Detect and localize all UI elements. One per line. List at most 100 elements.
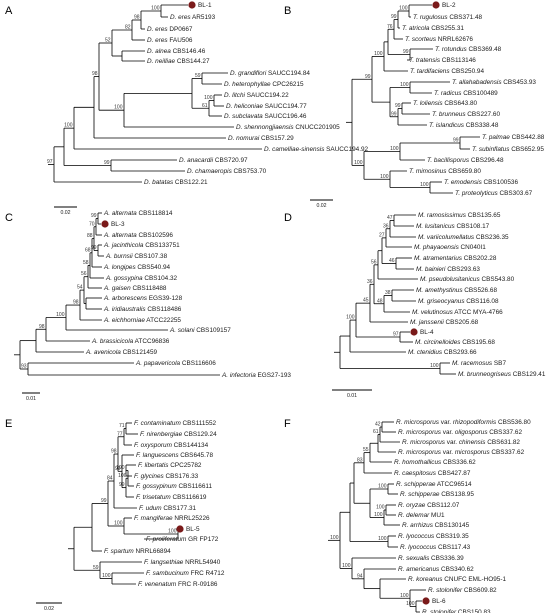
strain-code: CBS144134: [172, 442, 209, 449]
bootstrap-value: 68: [85, 247, 91, 253]
taxon-label: R. schipperae CBS138.95: [400, 491, 474, 498]
taxon-epithet: iridiaustralis: [112, 306, 147, 313]
bootstrap-value: 59: [93, 565, 99, 571]
strain-code: CBS720.97: [213, 157, 248, 164]
taxon-label: M. lusitanicus CBS108.17: [416, 223, 490, 230]
taxon-epithet: arrhizus: [410, 522, 434, 529]
taxon-label: T. emodensis CBS100536: [444, 179, 518, 186]
bootstrap-value: 36: [383, 223, 389, 229]
bootstrap-value: 61: [202, 103, 208, 109]
strain-code: CNUCC201905: [294, 124, 341, 131]
taxon-epithet: brunneus: [439, 111, 466, 118]
strain-code: CBS250.94: [450, 68, 485, 75]
taxon-epithet: sambucinum: [153, 570, 190, 577]
bootstrap-value: 98: [111, 449, 117, 455]
taxon-epithet: lyococcus: [406, 533, 435, 540]
taxon-label: F. spartum NRRL66894: [104, 548, 171, 555]
taxon-epithet: lyococcus: [408, 544, 437, 551]
taxon-rank: var.: [445, 439, 459, 446]
bootstrap-value: 82: [125, 25, 131, 31]
taxon-epithet: nomurai: [236, 135, 260, 142]
strain-code: CBS526.68: [463, 287, 498, 294]
taxon-label: A. gossypina CBS104.32: [105, 275, 178, 282]
taxon-epithet: udum: [146, 505, 163, 512]
taxon-label: F. contaminatum CBS111552: [134, 420, 217, 427]
taxon-label: T. scorteus NRRL62676: [405, 36, 473, 43]
strain-code: CBS116606: [180, 360, 216, 367]
strain-code: CBS122.21: [173, 179, 208, 186]
strain-code: CBS293.66: [442, 349, 477, 356]
taxon-genus: T.: [413, 100, 420, 107]
taxon-label: M. variicolumellatus CBS236.35: [418, 234, 509, 241]
strain-code: CBS129.41: [511, 371, 546, 378]
taxon-genus: A.: [103, 306, 112, 313]
taxon-genus: R.: [398, 566, 406, 573]
strain-code: CBS144.27: [175, 58, 210, 65]
bootstrap-value: 100: [374, 512, 383, 518]
strain-code: CNUFC EML-HO95-1: [442, 576, 506, 583]
bootstrap-value: 38: [385, 290, 391, 296]
taxon-genus: T.: [413, 14, 420, 21]
strain-code: NRRL54940: [183, 559, 220, 566]
strain-code: SAUCC194.22: [245, 92, 289, 99]
panel-letter: A: [5, 5, 13, 17]
taxon-epithet: atramentarius: [423, 255, 463, 262]
strain-code: CBS631.82: [486, 439, 521, 446]
bootstrap-value: 100: [406, 601, 415, 607]
strain-code: CBS118488: [131, 285, 167, 292]
taxon-genus: M.: [416, 287, 425, 294]
strain-code: GR FP172: [186, 536, 218, 543]
taxon-epithet: mangiferae: [141, 515, 173, 522]
strain-code: CBS659.80: [446, 168, 481, 175]
strain-code: CBS536.80: [496, 419, 531, 426]
taxon-genus: F.: [146, 536, 153, 543]
taxon-label: F. gossypinum CBS116611: [136, 483, 212, 490]
bootstrap-value: 36: [367, 279, 373, 285]
taxon-label: F. proliferatum GR FP172: [146, 536, 219, 543]
taxon-epithet: circinelloides: [424, 339, 461, 346]
taxon-genus: D.: [187, 168, 195, 175]
bootstrap-value: 100: [56, 312, 65, 318]
bootstrap-value: 61: [373, 429, 379, 435]
strain-code: CBS337.62: [488, 429, 523, 436]
bootstrap-value: 42: [375, 422, 381, 428]
taxon-epithet: subclavata: [232, 113, 263, 120]
taxon-genus: F.: [134, 515, 141, 522]
strain-code: CBS338.48: [464, 122, 499, 129]
taxon-label: T. proteolyticus CBS303.67: [455, 190, 533, 197]
strain-code: CBS146.46: [171, 48, 206, 55]
bootstrap-value: 100: [168, 529, 177, 535]
taxon-epithet: caespitosus: [402, 470, 437, 477]
bootstrap-value: 71: [119, 423, 125, 429]
strain-code: SAUCC194.92: [324, 146, 368, 153]
strain-code: CBS108.17: [455, 223, 490, 230]
strain-code: FRC R-09186: [176, 581, 218, 588]
strain-code: CBS107.38: [133, 253, 168, 260]
taxon-variety: microsporus: [455, 449, 491, 456]
taxon-genus: R.: [398, 449, 406, 456]
taxon-epithet: alternata: [112, 210, 137, 217]
taxon-epithet: ramosissimus: [427, 212, 467, 219]
strain-code: CBS118814: [137, 210, 173, 217]
taxon-label: R. microsporus var. microsporus CBS337.6…: [398, 449, 525, 456]
taxon-epithet: microsporus: [404, 419, 440, 426]
taxon-epithet: velutinosus: [421, 309, 454, 316]
bootstrap-value: 100: [114, 521, 123, 527]
strain-code: CBS112.07: [425, 502, 459, 509]
bootstrap-value: 100: [376, 505, 385, 511]
taxon-genus: A.: [135, 360, 144, 367]
taxon-label: R. arrhizus CBS130145: [402, 522, 470, 529]
taxon-epithet: gaisen: [112, 285, 131, 292]
strain-code: CBS543.80: [480, 276, 515, 283]
taxon-label: R. oryzae CBS112.07: [398, 502, 460, 509]
bootstrap-value: 100: [378, 536, 387, 542]
isolate-label: BL-6: [432, 598, 446, 605]
taxon-epithet: eres: [155, 37, 168, 44]
isolate-marker: [188, 1, 196, 9]
strain-code: CBS205.68: [444, 319, 479, 326]
taxon-epithet: sexualis: [406, 555, 430, 562]
taxon-genus: A.: [169, 327, 178, 334]
taxon-label: M. bainieri CBS293.63: [416, 266, 480, 273]
